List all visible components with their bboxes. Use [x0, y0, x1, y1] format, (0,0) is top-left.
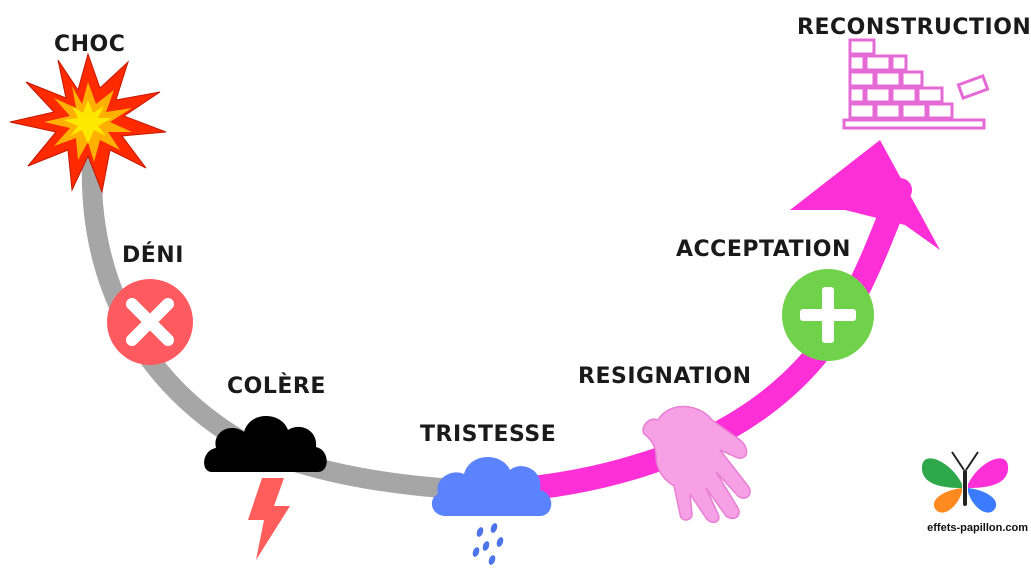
stage-label-reconstruction: RECONSTRUCTION [797, 15, 1031, 40]
watermark-text: effets-papillon.com [927, 522, 1028, 534]
pink-arrow-head [790, 140, 940, 250]
stage-label-choc: CHOC [54, 32, 125, 57]
plus-icon [782, 269, 874, 361]
butterfly-icon [921, 451, 1009, 513]
stage-label-colere: COLÈRE [227, 373, 326, 399]
cross-icon [107, 279, 193, 365]
brick-wall-icon [842, 38, 990, 130]
explosion-icon [9, 52, 167, 194]
stage-label-resignation: RESIGNATION [578, 364, 752, 389]
lightning-icon [248, 478, 290, 560]
rain-cloud-icon [431, 456, 552, 565]
stage-label-tristesse: TRISTESSE [420, 422, 556, 447]
rain-drops-icon [472, 523, 504, 565]
stage-label-acceptation: ACCEPTATION [676, 237, 851, 262]
pink-path [458, 178, 912, 504]
stage-label-deni: DÉNI [122, 242, 184, 268]
open-hand-icon [642, 405, 751, 524]
storm-cloud-icon [204, 416, 327, 560]
